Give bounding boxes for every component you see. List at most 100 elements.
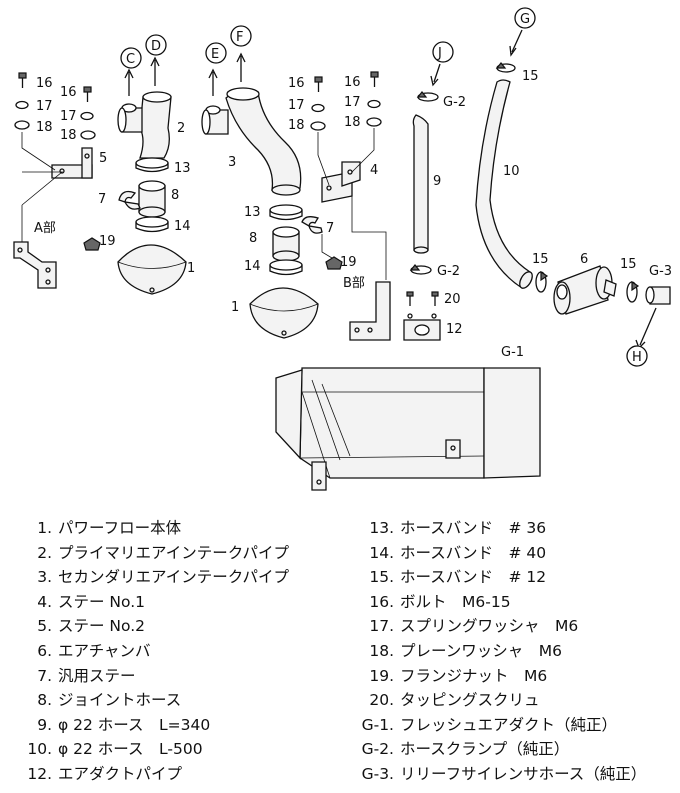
callout-h: H xyxy=(632,350,642,365)
callout-h-icon xyxy=(626,345,648,367)
legend-item-text: プレーンワッシャ M6 xyxy=(400,641,562,660)
legend-item-number: 9. xyxy=(37,715,52,734)
legend-item-text: ボルト M6-15 xyxy=(400,592,511,611)
legend-item-text: 汎用ステー xyxy=(58,666,136,685)
legend-item-number: 7. xyxy=(37,666,52,685)
legend-item: 13.ホースバンド # 36 xyxy=(352,516,646,541)
callout-j: J xyxy=(437,46,442,61)
b-part-bracket xyxy=(349,281,391,341)
parts-diagram: 16 17 18 16 17 18 5 A部 2 1 xyxy=(13,7,672,491)
spring-washer-icon xyxy=(367,99,381,109)
label-7b: 7 xyxy=(326,221,334,236)
label-6: 6 xyxy=(580,252,588,267)
a-part-bracket xyxy=(13,241,57,289)
air-chamber-part xyxy=(553,265,617,315)
callout-g-icon xyxy=(514,7,536,29)
legend-item-text: フランジナット M6 xyxy=(400,666,548,685)
label-7a: 7 xyxy=(98,192,106,207)
label-18c: 18 xyxy=(288,118,305,133)
legend-item: 2.プライマリエアインテークパイプ xyxy=(12,541,289,566)
legend-item-number: G-2. xyxy=(361,740,394,759)
legend-item-text: タッピングスクリュ xyxy=(400,691,540,710)
label-g3: G-3 xyxy=(649,264,672,279)
legend-item: 5.ステー No.2 xyxy=(12,614,289,639)
legend-item: 7. 汎用ステー xyxy=(12,664,289,689)
legend-item-text: フレッシュエアダクト（純正） xyxy=(400,715,618,734)
legend-item: 3.セカンダリエアインテークパイプ xyxy=(12,565,289,590)
legend-item-text: セカンダリエアインテークパイプ xyxy=(58,568,289,587)
stay-no2-part xyxy=(51,147,93,179)
power-flow-body-part xyxy=(117,244,187,295)
universal-stay-part xyxy=(301,216,323,234)
label-2: 2 xyxy=(177,121,185,136)
callout-e-icon xyxy=(205,42,227,64)
legend-item-text: ジョイントホース xyxy=(58,691,182,710)
tapping-screw-icon xyxy=(431,291,439,306)
legend-item-number: 20. xyxy=(369,691,394,710)
legend-item-number: 15. xyxy=(369,568,394,587)
label-10: 10 xyxy=(503,164,520,179)
air-duct-pipe-part xyxy=(403,313,441,341)
label-a-part: A部 xyxy=(34,221,56,236)
label-1a: 1 xyxy=(187,261,195,276)
joint-hose-part xyxy=(272,226,300,262)
legend-item-text: φ 22 ホース L-500 xyxy=(58,740,203,759)
label-17a: 17 xyxy=(36,99,53,114)
legend-item-text: ホースバンド # 40 xyxy=(400,543,547,562)
label-15a: 15 xyxy=(522,69,539,84)
plain-washer-icon xyxy=(14,120,30,130)
legend-item: 20. タッピングスクリュ xyxy=(352,688,646,713)
primary-intake-pipe-part xyxy=(117,91,172,159)
label-4: 4 xyxy=(370,163,378,178)
legend-item-text: パワーフロー本体 xyxy=(58,519,182,537)
fresh-air-duct-part xyxy=(275,367,541,491)
bolt-icon xyxy=(370,71,379,87)
relief-silencer-hose-part xyxy=(645,286,671,305)
legend-item-number: 8. xyxy=(37,691,52,710)
label-8a: 8 xyxy=(171,188,179,203)
label-19a: 19 xyxy=(99,234,116,249)
legend-item-number: 12. xyxy=(27,764,52,783)
legend-item: 9.φ 22 ホース L=340 xyxy=(12,713,289,738)
spring-washer-icon xyxy=(15,100,29,110)
label-19b: 19 xyxy=(340,255,357,270)
legend-item: 16.ボルト M6-15 xyxy=(352,590,646,615)
legend-item: 15. ホースバンド # 12 xyxy=(352,565,646,590)
bolt-icon xyxy=(18,72,27,88)
callout-d-icon xyxy=(145,34,167,56)
legend-item: 18.プレーンワッシャ M6 xyxy=(352,639,646,664)
legend-item-text: ホースバンド # 12 xyxy=(400,568,547,587)
label-5: 5 xyxy=(99,151,107,166)
secondary-intake-pipe-part xyxy=(201,87,302,196)
label-16c: 16 xyxy=(288,76,305,91)
label-18d: 18 xyxy=(344,115,361,130)
spring-washer-icon xyxy=(311,103,325,113)
callout-f-icon xyxy=(230,25,252,47)
label-15b: 15 xyxy=(532,252,549,267)
callout-g: G xyxy=(520,12,530,27)
legend-item: 14.ホースバンド # 40 xyxy=(352,541,646,566)
legend-item-number: G-1. xyxy=(361,715,394,734)
label-17b: 17 xyxy=(60,109,77,124)
hose-band-40-part xyxy=(269,259,303,276)
hose-band-36-part xyxy=(269,204,303,221)
legend-item-text: ステー No.1 xyxy=(58,592,146,611)
label-3: 3 xyxy=(228,155,236,170)
bolt-icon xyxy=(83,86,92,102)
hose-band-36-part xyxy=(135,157,169,173)
label-9: 9 xyxy=(433,174,441,189)
label-g1: G-1 xyxy=(501,345,524,360)
label-12: 12 xyxy=(446,322,463,337)
hose-clamp-icon xyxy=(416,91,439,102)
label-13a: 13 xyxy=(174,161,191,176)
label-b-part: B部 xyxy=(343,276,365,291)
legend-item: G-3.リリーフサイレンサホース（純正） xyxy=(352,762,647,787)
flange-nut-icon xyxy=(83,237,101,251)
callout-c-icon xyxy=(120,47,142,69)
legend-item-number: 5. xyxy=(37,617,52,636)
legend-item: 19.フランジナット M6 xyxy=(352,664,646,689)
legend-item-number: 13. xyxy=(369,519,394,537)
legend-item: 10.φ 22 ホース L-500 xyxy=(12,737,289,762)
legend-item: 8. ジョイントホース xyxy=(12,688,289,713)
